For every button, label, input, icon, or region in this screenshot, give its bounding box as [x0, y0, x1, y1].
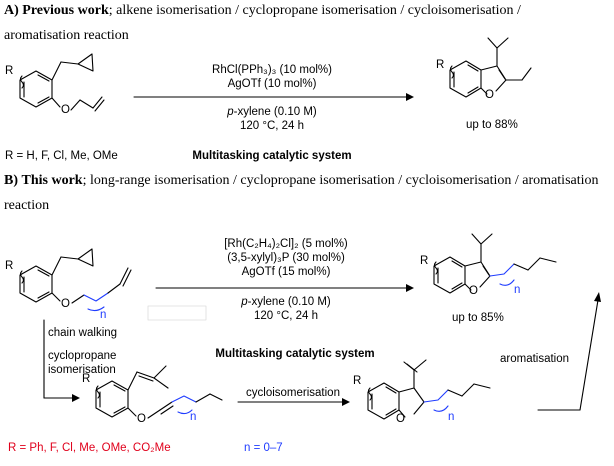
b-yield: up to 85%: [452, 312, 504, 324]
placeholder-box: [147, 305, 207, 321]
section-a-desc: ; alkene isomerisation / cyclopropane is…: [108, 3, 521, 18]
a-allyloxy-chain: [51, 96, 105, 112]
section-b-desc-line2: reaction: [4, 198, 50, 213]
b-reagent-3: AgOTf (15 mol%): [241, 266, 331, 278]
a-conditions-temp: 120 °C, 24 h: [239, 120, 305, 132]
b-O-dihydro: O: [396, 413, 405, 425]
a-reagent-2: AgOTf (10 mol%): [227, 78, 317, 90]
b-n-range: n = 0–7: [244, 442, 283, 454]
a-product-benzofuran: [449, 37, 532, 98]
a-reagent-1: RhCl(PPh₃)₃ (10 mol%): [212, 64, 332, 76]
section-b-title: This work: [21, 173, 83, 188]
b-substituents: R = Ph, F, Cl, Me, OMe, CO₂Me: [8, 442, 171, 454]
b-system-label: Multitasking catalytic system: [215, 348, 375, 360]
b-R-diene: R: [82, 373, 91, 385]
a-R-product: R: [436, 59, 445, 71]
b-cyclopropane-line1: cyclopropane: [48, 350, 117, 362]
b-chain-walking: chain walking: [48, 327, 118, 339]
section-b-desc: ; long-range isomerisation / cyclopropan…: [82, 173, 599, 188]
b-diene-intermediate: [95, 365, 223, 419]
b-cyclopropylmethyl: [51, 248, 94, 276]
section-a-title: Previous work: [22, 3, 109, 18]
b-alkenyloxy-chain: [51, 267, 132, 312]
b-cycloisomerisation: cycloisomerisation: [246, 387, 340, 399]
b-R-product: R: [420, 255, 429, 267]
b-n-dihydro: n: [448, 411, 455, 423]
b-start-benzene-ring: [19, 265, 53, 303]
a-cyclopropylmethyl: [51, 53, 94, 81]
b-conditions-temp: 120 °C, 24 h: [253, 310, 319, 322]
b-O-diene: O: [137, 413, 146, 425]
b-cyclopropane-line2: isomerisation: [48, 364, 116, 376]
b-dihydrobenzofuran-intermediate: [367, 359, 491, 420]
section-a-header: A) Previous work; alkene isomerisation /…: [4, 2, 521, 20]
a-yield: up to 88%: [466, 119, 518, 131]
a-system-label: Multitasking catalytic system: [192, 150, 352, 162]
b-n-start: n: [100, 309, 107, 321]
a-R-start: R: [5, 65, 14, 77]
a-O-start: O: [61, 104, 70, 116]
section-a-label: A): [4, 3, 19, 18]
b-O-product: O: [469, 285, 478, 297]
b-n-diene: n: [190, 411, 197, 423]
b-aromatisation: aromatisation: [500, 353, 570, 365]
b-R-start: R: [5, 260, 14, 272]
a-start-benzene-ring: [19, 70, 53, 108]
a-O-product: O: [485, 89, 494, 101]
b-O-start: O: [61, 298, 70, 310]
a-conditions-solvent: p-xylene (0.10 M): [227, 106, 317, 118]
section-b-label: B): [4, 173, 18, 188]
b-reagent-2: (3,5-xylyl)₃P (30 mol%): [227, 252, 345, 264]
section-b-header: B) This work; long-range isomerisation /…: [4, 172, 599, 190]
section-a-desc-line2: aromatisation reaction: [4, 28, 129, 43]
b-conditions-solvent: p-xylene (0.10 M): [241, 296, 331, 308]
b-n-product: n: [514, 284, 521, 296]
b-product-benzofuran: [433, 233, 557, 294]
a-substituents: R = H, F, Cl, Me, OMe: [5, 150, 118, 162]
b-reagent-1: [Rh(C₂H₄)₂Cl]₂ (5 mol%): [224, 238, 348, 250]
b-R-dihydro: R: [353, 375, 362, 387]
